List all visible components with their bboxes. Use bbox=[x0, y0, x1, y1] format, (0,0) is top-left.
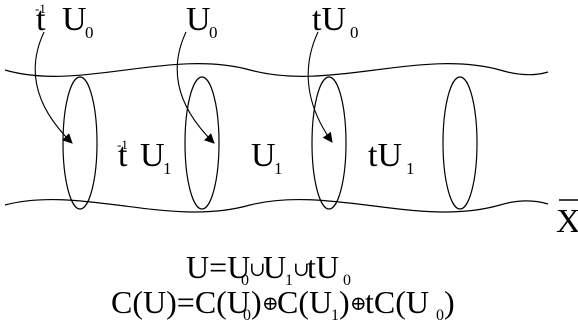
formula-part: ) bbox=[444, 284, 455, 320]
oplus-symbol: ⊕ bbox=[262, 293, 279, 315]
formula-part: ) bbox=[251, 284, 262, 320]
formula-part: tU bbox=[307, 249, 339, 285]
formula-part: U bbox=[263, 249, 286, 285]
label-X-bar: X bbox=[556, 199, 578, 240]
label-U: U bbox=[62, 1, 87, 38]
label-U: U bbox=[251, 137, 276, 174]
label-U0: U 0 bbox=[186, 1, 218, 42]
arrow-2 bbox=[176, 31, 215, 144]
label-exponent: -1 bbox=[117, 137, 128, 152]
label-tinv-U1: t -1 U 1 bbox=[117, 137, 172, 178]
formula-part: tC(U bbox=[365, 284, 429, 320]
label-U: U bbox=[140, 137, 165, 174]
cross-section-3 bbox=[311, 76, 347, 210]
formula-part: C(U)=C(U bbox=[111, 284, 250, 320]
formula-part: ) bbox=[339, 284, 350, 320]
label-X: X bbox=[556, 203, 578, 240]
union-symbol: ∪ bbox=[293, 259, 310, 281]
label-exponent: -1 bbox=[35, 1, 46, 16]
label-subscript: 0 bbox=[209, 23, 218, 42]
label-subscript: 0 bbox=[85, 23, 94, 42]
formula-part: C(U bbox=[277, 284, 332, 320]
label-subscript: 0 bbox=[350, 23, 359, 42]
label-tinv-U0: t -1 U 0 bbox=[35, 1, 94, 42]
formula-subscript: 0 bbox=[243, 307, 251, 320]
label-t: t bbox=[118, 137, 128, 174]
label-tU: tU bbox=[312, 1, 346, 38]
cross-section-2 bbox=[184, 76, 220, 210]
cross-section-1 bbox=[62, 76, 98, 210]
formula-subscript: 1 bbox=[331, 307, 339, 320]
formula-subscript: 0 bbox=[436, 307, 444, 320]
label-subscript: 1 bbox=[163, 159, 172, 178]
label-tU1: tU 1 bbox=[368, 137, 415, 178]
label-U1: U 1 bbox=[251, 137, 283, 178]
tube-top-edge bbox=[4, 63, 549, 77]
oplus-symbol: ⊕ bbox=[350, 293, 367, 315]
label-U: U bbox=[186, 1, 211, 38]
arrow-1 bbox=[34, 31, 73, 144]
formula-subscript: 0 bbox=[241, 272, 249, 289]
formula-part: U=U bbox=[186, 249, 250, 285]
label-tU: tU bbox=[368, 137, 402, 174]
label-subscript: 1 bbox=[274, 159, 283, 178]
tube-bottom-edge bbox=[4, 198, 549, 213]
union-symbol: ∪ bbox=[249, 259, 266, 281]
label-subscript: 1 bbox=[406, 159, 415, 178]
formula-subscript: 0 bbox=[343, 272, 351, 289]
formula-union: U=U 0 ∪ U 1 ∪ tU 0 bbox=[186, 249, 351, 289]
arrow-3 bbox=[307, 31, 333, 143]
cross-section-4 bbox=[442, 76, 478, 210]
formula-subscript: 1 bbox=[285, 272, 293, 289]
label-tU0: tU 0 bbox=[312, 1, 359, 42]
label-t: t bbox=[36, 1, 46, 38]
formula-direct-sum: C(U)=C(U 0 ) ⊕ C(U 1 ) ⊕ tC(U 0 ) bbox=[111, 284, 455, 320]
